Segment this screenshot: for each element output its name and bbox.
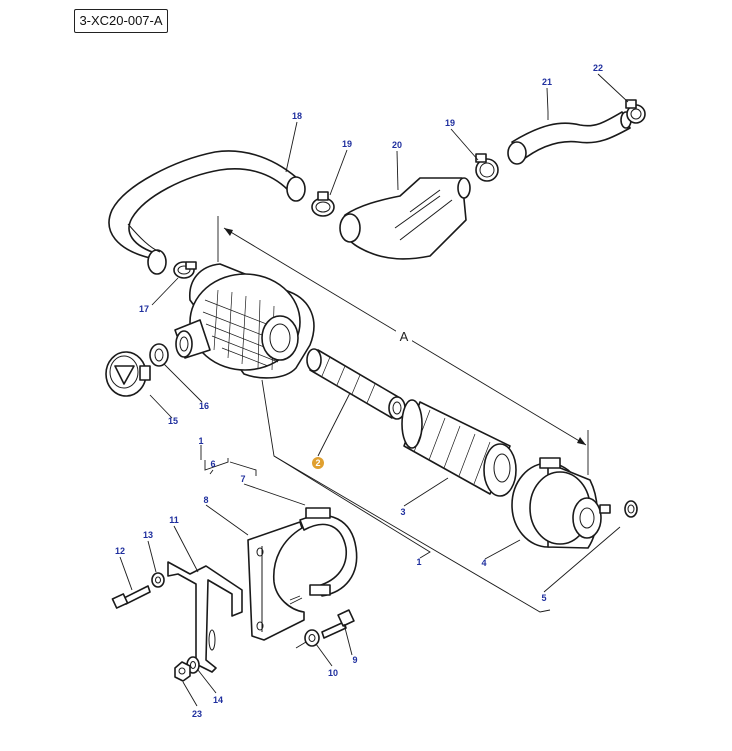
callout-16: 16 (199, 401, 209, 411)
callout-14: 14 (213, 695, 223, 705)
dimension-a: A (217, 216, 589, 475)
callout-3: 3 (400, 507, 405, 517)
washer-16 (149, 343, 169, 367)
callout-4: 4 (481, 558, 486, 568)
highlight-dot (312, 457, 324, 469)
washer-13 (151, 572, 165, 588)
valve-5 (624, 500, 638, 518)
callout-6: 6 (210, 459, 215, 469)
callout-12: 12 (115, 546, 125, 556)
callout-19b: 19 (445, 118, 455, 128)
dimension-label: A (400, 329, 409, 344)
end-cover-4 (511, 457, 611, 549)
support-bracket-11 (167, 561, 243, 673)
bolt-9 (321, 609, 355, 639)
clamp-17 (173, 261, 197, 279)
diagram-title: 3-XC20-007-A (74, 9, 168, 33)
main-element-3 (401, 399, 517, 497)
callout-15: 15 (168, 416, 178, 426)
callout-7: 7 (240, 474, 245, 484)
callout-1-lower: 1 (416, 557, 421, 567)
clamp-22 (625, 99, 646, 124)
band-clamp-7 (299, 507, 358, 597)
callout-labels: 18 19 20 19 21 22 17 15 16 2 3 4 5 1 1 6… (115, 63, 603, 719)
safety-element-2 (306, 348, 406, 420)
callout-20: 20 (392, 140, 402, 150)
callout-19a: 19 (342, 139, 352, 149)
callout-1-upper: 1 (198, 436, 203, 446)
callout-22: 22 (593, 63, 603, 73)
clamp-19-right (475, 153, 499, 182)
precleaner-housing (174, 263, 315, 379)
callout-11: 11 (169, 515, 179, 525)
hose-21 (507, 111, 632, 165)
hose-18 (108, 150, 306, 275)
callout-21: 21 (542, 77, 552, 87)
callout-2: 2 (315, 458, 320, 468)
nut-23 (174, 661, 191, 682)
bracket-8 (247, 521, 305, 641)
washer-10 (304, 629, 320, 647)
callout-13: 13 (143, 530, 153, 540)
callout-5: 5 (541, 593, 546, 603)
clamp-19-left (311, 191, 335, 217)
callout-17: 17 (139, 304, 149, 314)
elbow-20 (339, 177, 471, 260)
cap-15 (105, 351, 151, 397)
callout-9: 9 (352, 655, 357, 665)
leader-lines (119, 73, 629, 707)
callout-10: 10 (328, 668, 338, 678)
bolt-12 (111, 585, 151, 609)
callout-8: 8 (203, 495, 208, 505)
callout-18: 18 (292, 111, 302, 121)
callout-23: 23 (192, 709, 202, 719)
